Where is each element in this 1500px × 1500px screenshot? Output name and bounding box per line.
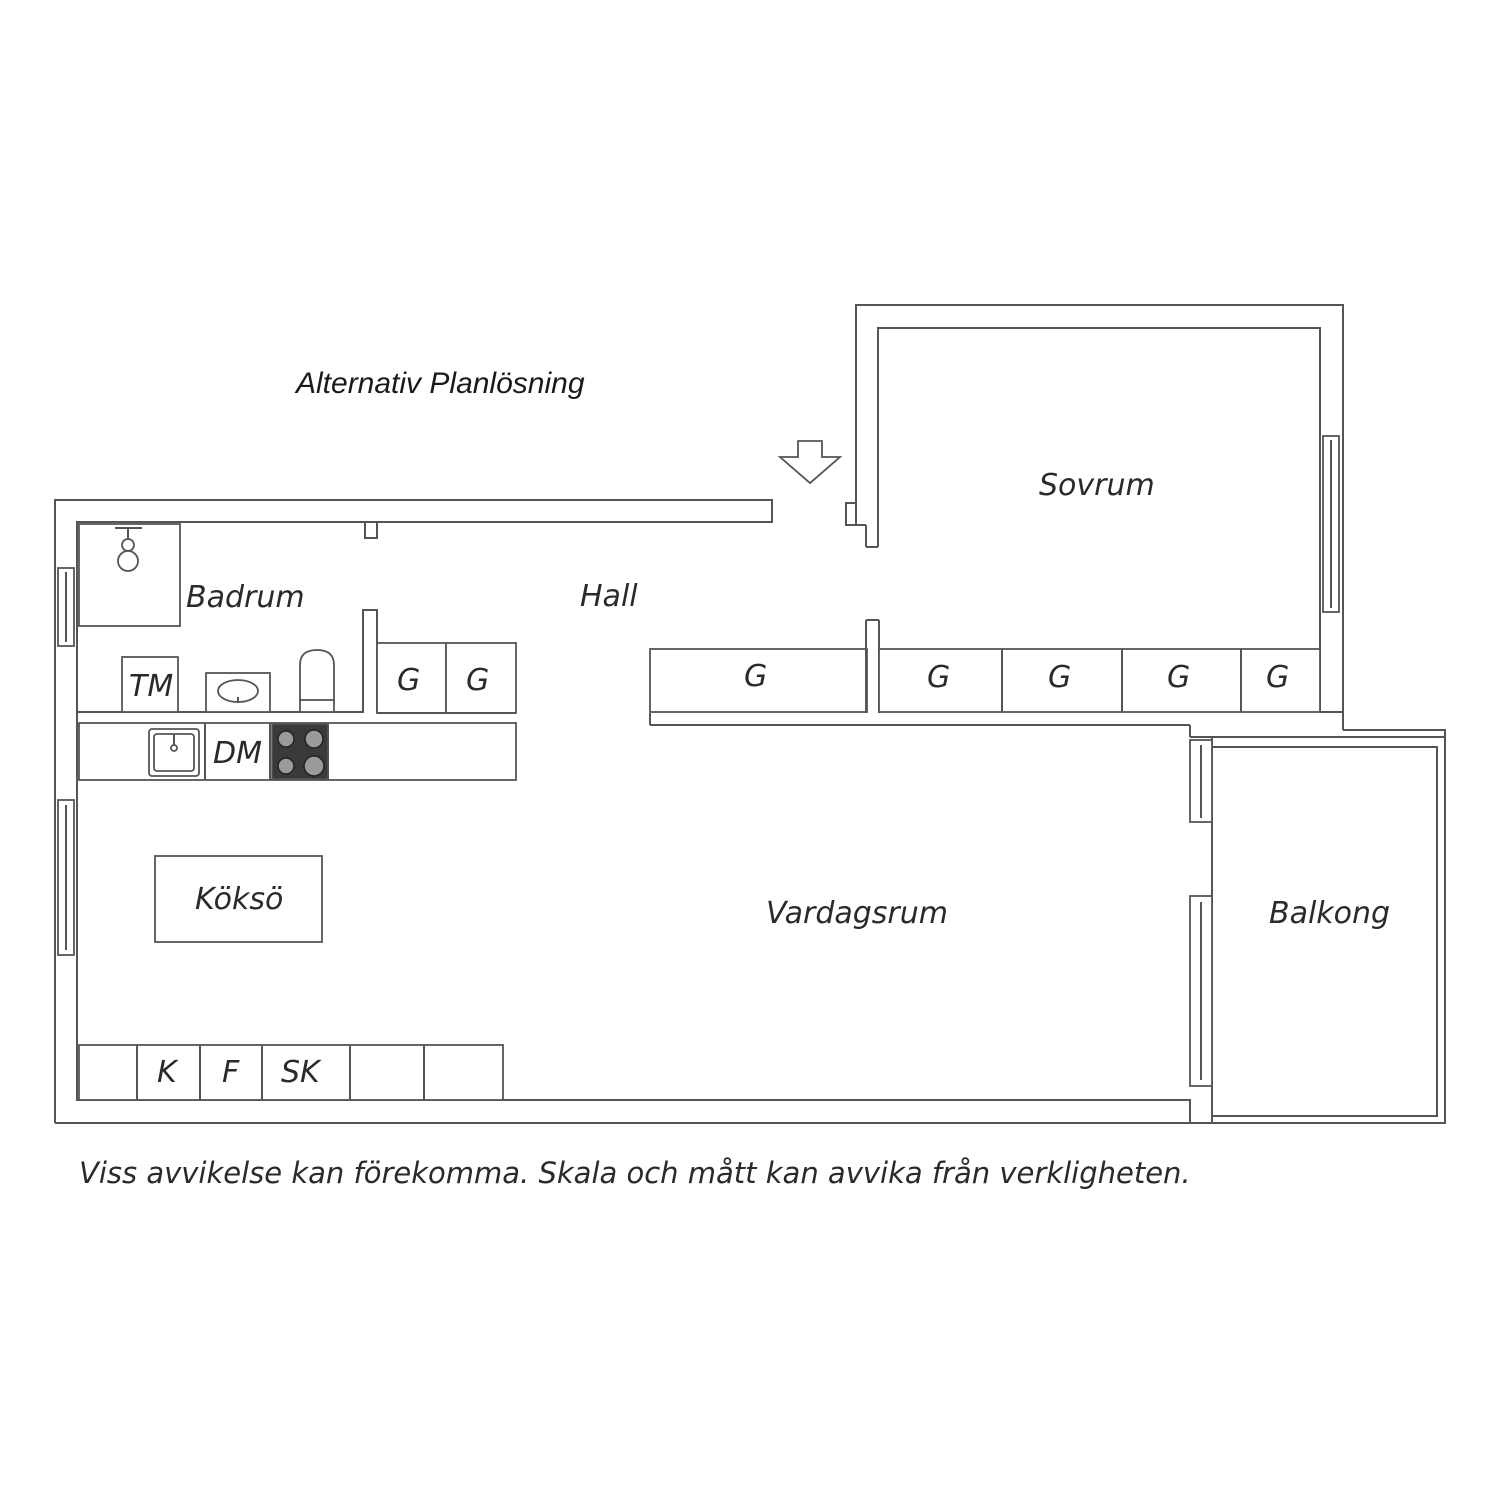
fixture-label-tm: TM xyxy=(129,669,173,704)
room-label-koksö: Köksö xyxy=(195,882,283,917)
sink-icon xyxy=(148,728,200,777)
entrance-arrow-icon xyxy=(777,440,843,485)
washbasin-icon xyxy=(205,672,271,713)
wardrobes xyxy=(649,619,1343,737)
closet-label: G xyxy=(397,663,420,698)
kitchen-island xyxy=(154,855,323,943)
room-label-hall: Hall xyxy=(580,579,638,614)
fixture-label-sk: SK xyxy=(281,1055,322,1090)
closet-label: G xyxy=(1167,660,1190,695)
closet-label: G xyxy=(466,663,489,698)
fixture-label-dm: DM xyxy=(213,736,262,771)
shower-icon xyxy=(115,527,142,572)
closet-label: G xyxy=(1266,660,1289,695)
closet-label: G xyxy=(927,660,950,695)
outer-walls xyxy=(54,304,1446,1124)
fixture-label-f: F xyxy=(222,1055,240,1090)
stove-icon xyxy=(271,723,329,780)
toilet-icon xyxy=(299,649,335,713)
plan-title: Alternativ Planlösning xyxy=(294,367,585,400)
disclaimer-text: Viss avvikelse kan förekomma. Skala och … xyxy=(79,1156,1191,1190)
hall-closets xyxy=(376,642,517,714)
closet-label: G xyxy=(1048,660,1071,695)
room-label-balkong: Balkong xyxy=(1269,896,1390,931)
room-label-vardagsrum: Vardagsrum xyxy=(766,896,948,931)
fixture-label-k: K xyxy=(157,1055,179,1090)
room-label-sovrum: Sovrum xyxy=(1039,468,1155,503)
bottom-cabinets xyxy=(78,1044,504,1101)
room-label-badrum: Badrum xyxy=(186,580,305,615)
closet-label: G xyxy=(744,659,767,694)
windows xyxy=(57,435,1340,1087)
